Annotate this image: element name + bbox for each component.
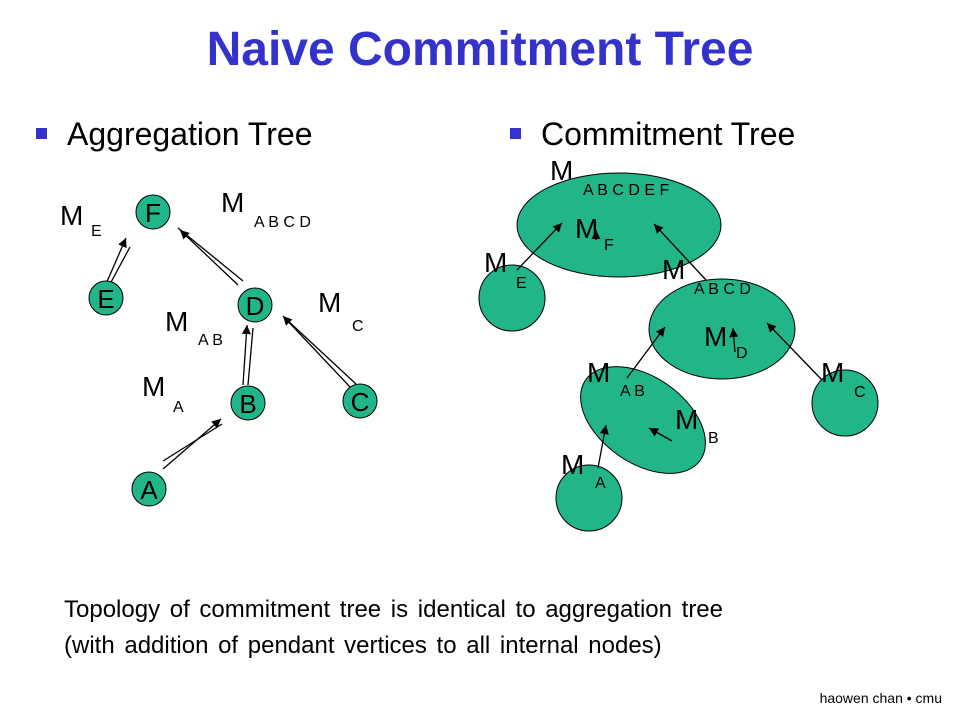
label-m-c-commit: M — [821, 357, 844, 388]
label-m-ab-commit-sub: A B — [620, 383, 645, 400]
label-m-c-sub: C — [352, 318, 364, 335]
label-m-c: M — [318, 287, 341, 318]
node-d: D — [237, 287, 273, 323]
label-m-abcd: M — [221, 187, 244, 218]
bullet-label: Commitment Tree — [541, 116, 796, 152]
label-m-abcdef: M — [550, 155, 573, 186]
edge-d-f-line — [177, 227, 244, 282]
node-d-label: D — [246, 291, 265, 321]
commitment-edge-c — [766, 322, 823, 381]
label-m-abcd-sub: A B C D — [254, 214, 311, 231]
label-m-ab-sub: A B — [198, 332, 223, 349]
caption: Topology of commitment tree is identical… — [64, 592, 924, 664]
label-m-a-commit-sub: A — [595, 475, 606, 492]
commitment-leaf-e — [478, 264, 546, 332]
node-a: A — [131, 471, 167, 507]
bullet-aggregation-tree: Aggregation Tree — [36, 116, 313, 153]
footer-org: cmu — [915, 690, 942, 706]
label-m-b: M — [675, 404, 698, 435]
node-b-label: B — [239, 389, 256, 419]
commitment-edge-d — [729, 327, 739, 353]
edge-c-d-arrow — [282, 315, 352, 389]
commitment-node-ab — [580, 366, 706, 474]
label-m-abcdef-sub: A B C D E F — [583, 182, 669, 199]
commitment-leaf-a — [555, 464, 623, 532]
edge-e-f-arrow — [105, 237, 127, 285]
label-m-f: M — [575, 213, 598, 244]
node-e: E — [88, 280, 124, 316]
commitment-edge-b — [648, 427, 673, 442]
bullet-label: Aggregation Tree — [67, 116, 313, 152]
commitment-node-abcd — [648, 278, 796, 380]
footer: haowen chan • cmu — [820, 690, 942, 706]
bullet-square-icon — [36, 128, 47, 140]
label-m-abcd-commit-sub: A B C D — [694, 281, 751, 298]
node-f-label: F — [145, 198, 161, 228]
edge-a-b-arrow — [162, 418, 222, 470]
label-m-d: M — [704, 321, 727, 352]
bullet-commitment-tree: Commitment Tree — [510, 116, 795, 153]
label-m-a: M — [142, 371, 165, 402]
edge-c-d-line — [285, 318, 357, 385]
label-m-ab: M — [165, 306, 188, 337]
node-c-label: C — [351, 387, 370, 417]
edge-b-d-line — [247, 327, 254, 386]
caption-line-2: (with addition of pendant vertices to al… — [64, 632, 662, 659]
edge-e-f-line — [109, 246, 131, 285]
caption-line-1: Topology of commitment tree is identical… — [64, 596, 724, 623]
label-m-a-sub: A — [173, 399, 184, 416]
commitment-edge-ab — [626, 326, 666, 379]
commitment-edge-a — [597, 424, 609, 469]
edge-d-f-arrow — [179, 229, 239, 286]
commitment-tree: M A B C D E F M F M E M A B C D M D M A … — [478, 155, 879, 532]
commitment-node-abcdef — [516, 172, 722, 278]
footer-author: haowen chan — [819, 690, 903, 706]
label-m-e-commit: M — [484, 247, 507, 278]
node-b: B — [230, 385, 266, 421]
label-m-d-sub: D — [736, 345, 748, 362]
footer-separator: • — [906, 690, 912, 706]
label-m-f-sub: F — [604, 237, 614, 254]
slide-title: Naive Commitment Tree — [206, 23, 754, 76]
node-c: C — [342, 383, 378, 419]
edge-a-b-line — [162, 423, 223, 462]
commitment-leaf-c — [811, 369, 879, 437]
label-m-e: M — [60, 200, 83, 231]
label-m-a-commit: M — [561, 449, 584, 480]
label-m-e-sub: E — [91, 223, 102, 240]
label-m-b-sub: B — [708, 430, 719, 447]
edge-b-d-arrow — [241, 324, 251, 386]
node-a-label: A — [140, 475, 158, 505]
commitment-edge-e — [516, 222, 563, 271]
node-e-label: E — [97, 284, 114, 314]
label-m-e-commit-sub: E — [516, 275, 527, 292]
aggregation-tree: F E D C B A M E — [60, 187, 378, 507]
label-m-c-commit-sub: C — [854, 384, 866, 401]
label-m-abcd-commit: M — [662, 254, 685, 285]
bullet-square-icon — [510, 128, 521, 140]
commitment-edge-abcd — [653, 223, 707, 281]
node-f: F — [135, 194, 171, 230]
label-m-ab-commit: M — [587, 357, 610, 388]
